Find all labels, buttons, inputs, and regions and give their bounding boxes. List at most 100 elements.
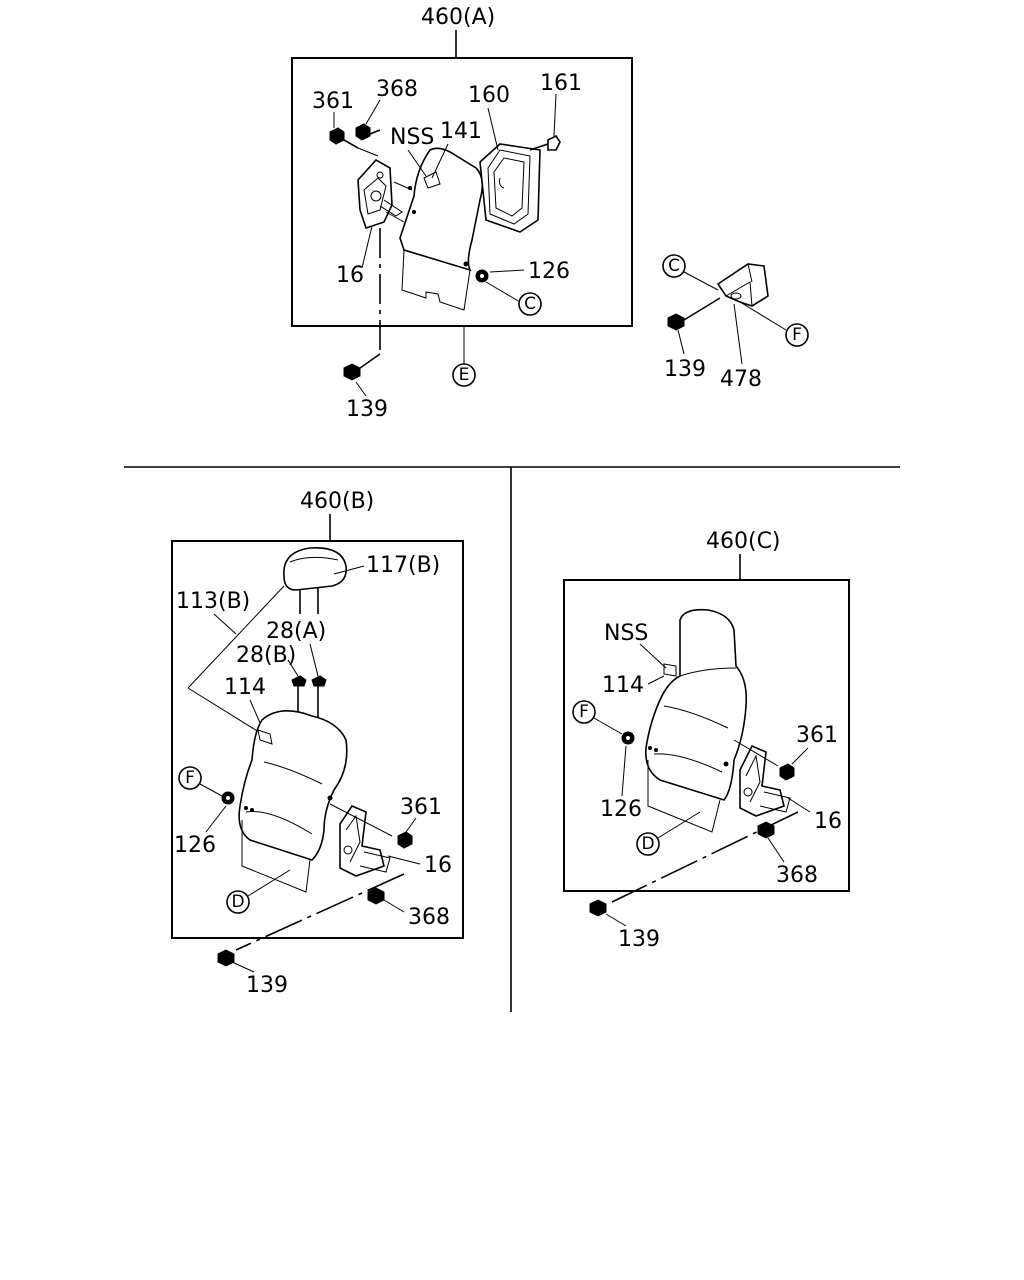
leader-d-c xyxy=(657,811,701,839)
callout-c-detail xyxy=(662,254,686,278)
leader-113b-a xyxy=(187,585,285,689)
label-113b: 113(B) xyxy=(176,589,250,614)
label-114-b: 114 xyxy=(224,675,266,700)
leader-478 xyxy=(733,303,743,365)
leader-368b xyxy=(357,147,379,157)
bolt-139-detail xyxy=(667,297,721,331)
callout-f-c xyxy=(572,700,596,724)
leader-16-b xyxy=(387,855,421,865)
bracket-478 xyxy=(716,263,769,307)
callout-d-b xyxy=(226,890,250,914)
label-16-b: 16 xyxy=(424,853,452,878)
screw-161 xyxy=(529,134,561,151)
nut-126-c xyxy=(621,731,635,745)
callout-f-b xyxy=(178,766,202,790)
seat-back-b xyxy=(238,710,348,893)
bolt-139-b xyxy=(217,949,235,967)
label-nss-c: NSS xyxy=(604,621,648,646)
panel-c-title: 460(C) xyxy=(706,529,781,554)
bolt-361-a xyxy=(329,127,359,149)
leader-113b-b xyxy=(187,687,263,735)
guide-28b xyxy=(291,675,307,716)
bolt-139-a xyxy=(343,363,361,381)
callout-f-b-text: F xyxy=(185,768,195,788)
leader-368 xyxy=(365,99,381,125)
label-478: 478 xyxy=(720,367,762,392)
leader-f-b xyxy=(199,783,223,797)
label-368-c: 368 xyxy=(776,863,818,888)
leader-126-b xyxy=(205,805,227,833)
leader-368-c xyxy=(767,837,785,863)
nut-126-b xyxy=(221,791,235,805)
panel-c-frame xyxy=(563,579,850,892)
callout-d-b-text: D xyxy=(231,892,244,912)
leader-28a xyxy=(309,643,319,677)
seat-back-c xyxy=(644,608,748,833)
panel-c: 460(C) NSS 114 F 126 xyxy=(563,529,850,952)
label-28b: 28(B) xyxy=(236,643,296,668)
leader-16-c xyxy=(787,797,811,813)
label-361: 361 xyxy=(312,89,354,114)
label-nss-a: NSS xyxy=(390,125,434,150)
label-114-c: 114 xyxy=(602,673,644,698)
label-368: 368 xyxy=(376,77,418,102)
leader-368-b xyxy=(383,899,405,913)
leader-139-a xyxy=(355,381,367,397)
callout-c-detail-text: C xyxy=(668,256,680,276)
leader-126-a xyxy=(489,269,525,273)
label-160: 160 xyxy=(468,83,510,108)
hinge-bracket-a xyxy=(357,158,413,230)
label-361-c: 361 xyxy=(796,723,838,748)
leader-f-detail xyxy=(739,301,787,331)
bolt-139-c xyxy=(589,899,607,917)
dash-line-c xyxy=(611,811,799,903)
leader-139-c xyxy=(605,913,627,927)
dash-line-b xyxy=(235,873,405,951)
headrest-117b xyxy=(283,547,348,614)
callout-c-a xyxy=(518,292,542,316)
leader-d-b xyxy=(247,869,291,897)
guide-28a xyxy=(311,675,327,722)
leader-141 xyxy=(431,143,449,179)
panel-a-title: 460(A) xyxy=(421,5,495,30)
leader-361-c-line xyxy=(733,739,779,767)
seat-back-a xyxy=(399,147,484,311)
label-126-a: 126 xyxy=(528,259,570,284)
leader-361-b-line xyxy=(329,803,393,837)
label-139-detail: 139 xyxy=(664,357,706,382)
leader-c-a xyxy=(485,281,521,303)
leader-361-c xyxy=(791,747,809,765)
label-361-b: 361 xyxy=(400,795,442,820)
label-28a: 28(A) xyxy=(266,619,326,644)
leader-c-detail xyxy=(683,271,719,291)
panel-a: 460(A) 361 368 xyxy=(291,5,633,422)
callout-f-c-text: F xyxy=(579,702,589,722)
leader-361-b xyxy=(405,817,417,833)
panel-b-title: 460(B) xyxy=(300,489,374,514)
bolt-361-c xyxy=(779,763,795,781)
leader-114-c xyxy=(647,675,665,685)
callout-f-detail-text: F xyxy=(792,325,802,345)
panel-a-frame xyxy=(291,57,633,327)
callout-d-c-text: D xyxy=(641,834,654,854)
leader-nss-c xyxy=(639,643,667,669)
label-139-a: 139 xyxy=(346,397,388,422)
hinge-bracket-b xyxy=(339,805,391,877)
leader-117b xyxy=(333,565,365,575)
panel-b-frame xyxy=(171,540,464,939)
bolt-361-b xyxy=(397,831,413,849)
callout-d-c xyxy=(636,832,660,856)
leader-113b-c xyxy=(213,613,237,635)
leader-160 xyxy=(487,107,499,151)
label-117b: 117(B) xyxy=(366,553,440,578)
label-141: 141 xyxy=(440,119,482,144)
leader-nss-a xyxy=(407,149,427,177)
leader-f-c xyxy=(593,717,623,735)
dash-line-a-end xyxy=(359,353,381,369)
label-126-c: 126 xyxy=(600,797,642,822)
leader-139-detail xyxy=(677,329,685,355)
leader-28b xyxy=(287,659,299,677)
label-139-b: 139 xyxy=(246,973,288,998)
callout-c-a-text: C xyxy=(524,294,536,314)
